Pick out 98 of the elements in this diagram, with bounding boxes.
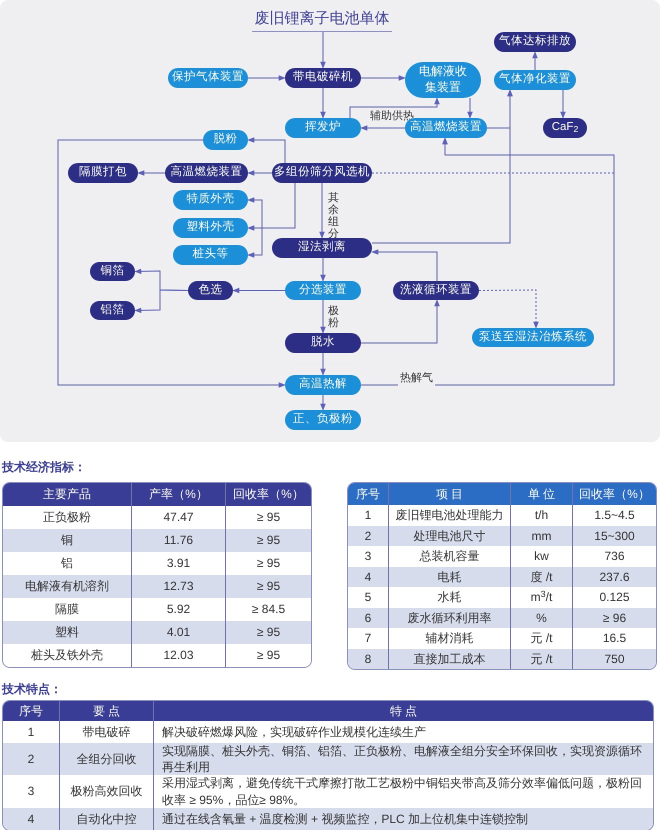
arrow <box>371 249 438 282</box>
process-node: 桩头等 <box>173 245 248 265</box>
dashed-arrow <box>478 290 539 329</box>
process-node: 脱粉 <box>203 130 248 150</box>
arrow <box>247 170 272 176</box>
arrow <box>560 90 566 119</box>
arrow <box>319 182 325 239</box>
section-heading: 技术特点： <box>2 681 62 698</box>
table-cell: 通过在线含氧量 + 温度检测 + 视频监控，PLC 加上位机集中连锁控制 <box>153 808 653 830</box>
arrow <box>372 89 513 244</box>
arrow <box>320 300 326 334</box>
arrow <box>467 98 473 119</box>
process-node: 高温燃烧装置 <box>165 163 248 183</box>
arrow <box>360 137 614 386</box>
arrow <box>134 290 188 314</box>
table-cell: 4 <box>3 808 59 830</box>
process-node: 电解液收集装置 <box>405 62 481 98</box>
table-cell: ≥ 96 <box>572 608 656 628</box>
arrow <box>232 288 286 294</box>
arrow <box>248 75 286 81</box>
process-node: 铝箔 <box>90 301 135 320</box>
table-cell: 6 <box>348 608 388 628</box>
table-cell: 电耗 <box>388 566 510 587</box>
table-cell: 自动化中控 <box>59 808 153 830</box>
process-node: 高温热解 <box>285 375 361 395</box>
table-cell: 塑料 <box>3 621 131 644</box>
table-cell: 度 /t <box>510 566 572 587</box>
table-cell: mm <box>510 526 572 546</box>
table-cell: 全组分回收 <box>59 743 153 776</box>
arrow <box>320 88 326 119</box>
arrow <box>360 75 406 81</box>
arrow <box>58 140 286 388</box>
table-cell: 处理电池尺寸 <box>388 526 510 546</box>
section-heading: 技术经济指标： <box>2 459 86 476</box>
table-cell: 废水循环利用率 <box>388 608 510 628</box>
process-node: 泵送至湿法冶炼系统 <box>472 328 594 347</box>
arrow <box>247 137 286 164</box>
arrow <box>137 170 166 176</box>
process-node: 多组份筛分风选机 <box>272 163 372 183</box>
process-node: 隔膜打包 <box>68 163 138 183</box>
table-cell: 8 <box>348 648 388 669</box>
arrow <box>360 299 440 344</box>
edge-label: 极粉 <box>328 305 339 330</box>
process-node: 铜箔 <box>90 262 135 281</box>
table-header-cell: 产率（%） <box>131 483 225 506</box>
table-cell: 2 <box>3 743 59 776</box>
process-node: 带电破碎机 <box>285 68 361 88</box>
table-cell: 750 <box>572 648 656 669</box>
arrow <box>320 258 326 282</box>
table-header-cell: 回收率（%） <box>572 483 656 505</box>
process-node: 气体达标排放 <box>494 32 576 52</box>
table-cell: % <box>510 608 572 628</box>
arrow <box>360 125 406 131</box>
table-cell: 4 <box>348 566 388 587</box>
table-header-cell: 项 目 <box>388 483 510 505</box>
process-node: 保护气体装置 <box>168 68 248 88</box>
process-node: CaF$_{2}$ <box>543 118 587 138</box>
table-cell: 电解液有机溶剂 <box>3 575 131 598</box>
process-node: 挥发炉 <box>285 118 361 138</box>
process-node: 正、负极粉 <box>285 410 361 430</box>
table-header-cell: 单 位 <box>510 483 572 505</box>
table-cell: 4.01 <box>131 621 225 644</box>
table-cell: ≥ 95 <box>225 529 311 552</box>
process-node: 洗液循环装置 <box>393 281 479 300</box>
table-cell: ≥ 95 <box>225 644 311 667</box>
table-cell: 12.73 <box>131 575 225 598</box>
table-cell: 2 <box>348 526 388 546</box>
table-cell: 铜 <box>3 529 131 552</box>
edge-label: 热解气 <box>398 370 435 386</box>
table-header-cell: 主要产品 <box>3 483 131 506</box>
process-node: 色选 <box>188 281 233 300</box>
arrow <box>350 97 440 118</box>
arrow <box>532 51 538 70</box>
process-node: 特质外壳 <box>173 190 248 210</box>
table-cell: 实现隔膜、桩头外壳、铜箔、铝箔、正负极粉、电解液全组分安全环保回收，实现资源循环再生利用 <box>153 743 653 776</box>
table-header-cell: 回收率（%） <box>225 483 311 506</box>
process-node: 分选装置 <box>285 281 361 300</box>
table-cell: 237.6 <box>572 566 656 587</box>
arrow <box>320 394 326 411</box>
process-node: 脱水 <box>285 333 361 353</box>
process-node: 湿法剥离 <box>272 238 372 258</box>
table-cell: 15~300 <box>572 526 656 546</box>
edge-label: 其余组分 <box>328 192 339 240</box>
table-cell: 元 /t <box>510 648 572 669</box>
table-cell: 直接加工成本 <box>388 648 510 669</box>
table-cell: 11.76 <box>131 529 225 552</box>
arrow <box>320 32 326 69</box>
flow-title: 废旧锂离子电池单体 <box>252 6 392 32</box>
table-cell: ≥ 95 <box>225 621 311 644</box>
process-node: 塑料外壳 <box>173 218 248 238</box>
process-node: 气体净化装置 <box>494 70 576 90</box>
arrow <box>247 182 296 258</box>
arrow <box>320 352 326 376</box>
table-header-cell: 序号 <box>348 483 388 505</box>
table-header-cell: 要 点 <box>59 701 153 721</box>
table-header-cell: 特 点 <box>153 701 653 721</box>
table-cell: ≥ 95 <box>225 575 311 598</box>
table-header-cell: 序号 <box>3 701 59 721</box>
